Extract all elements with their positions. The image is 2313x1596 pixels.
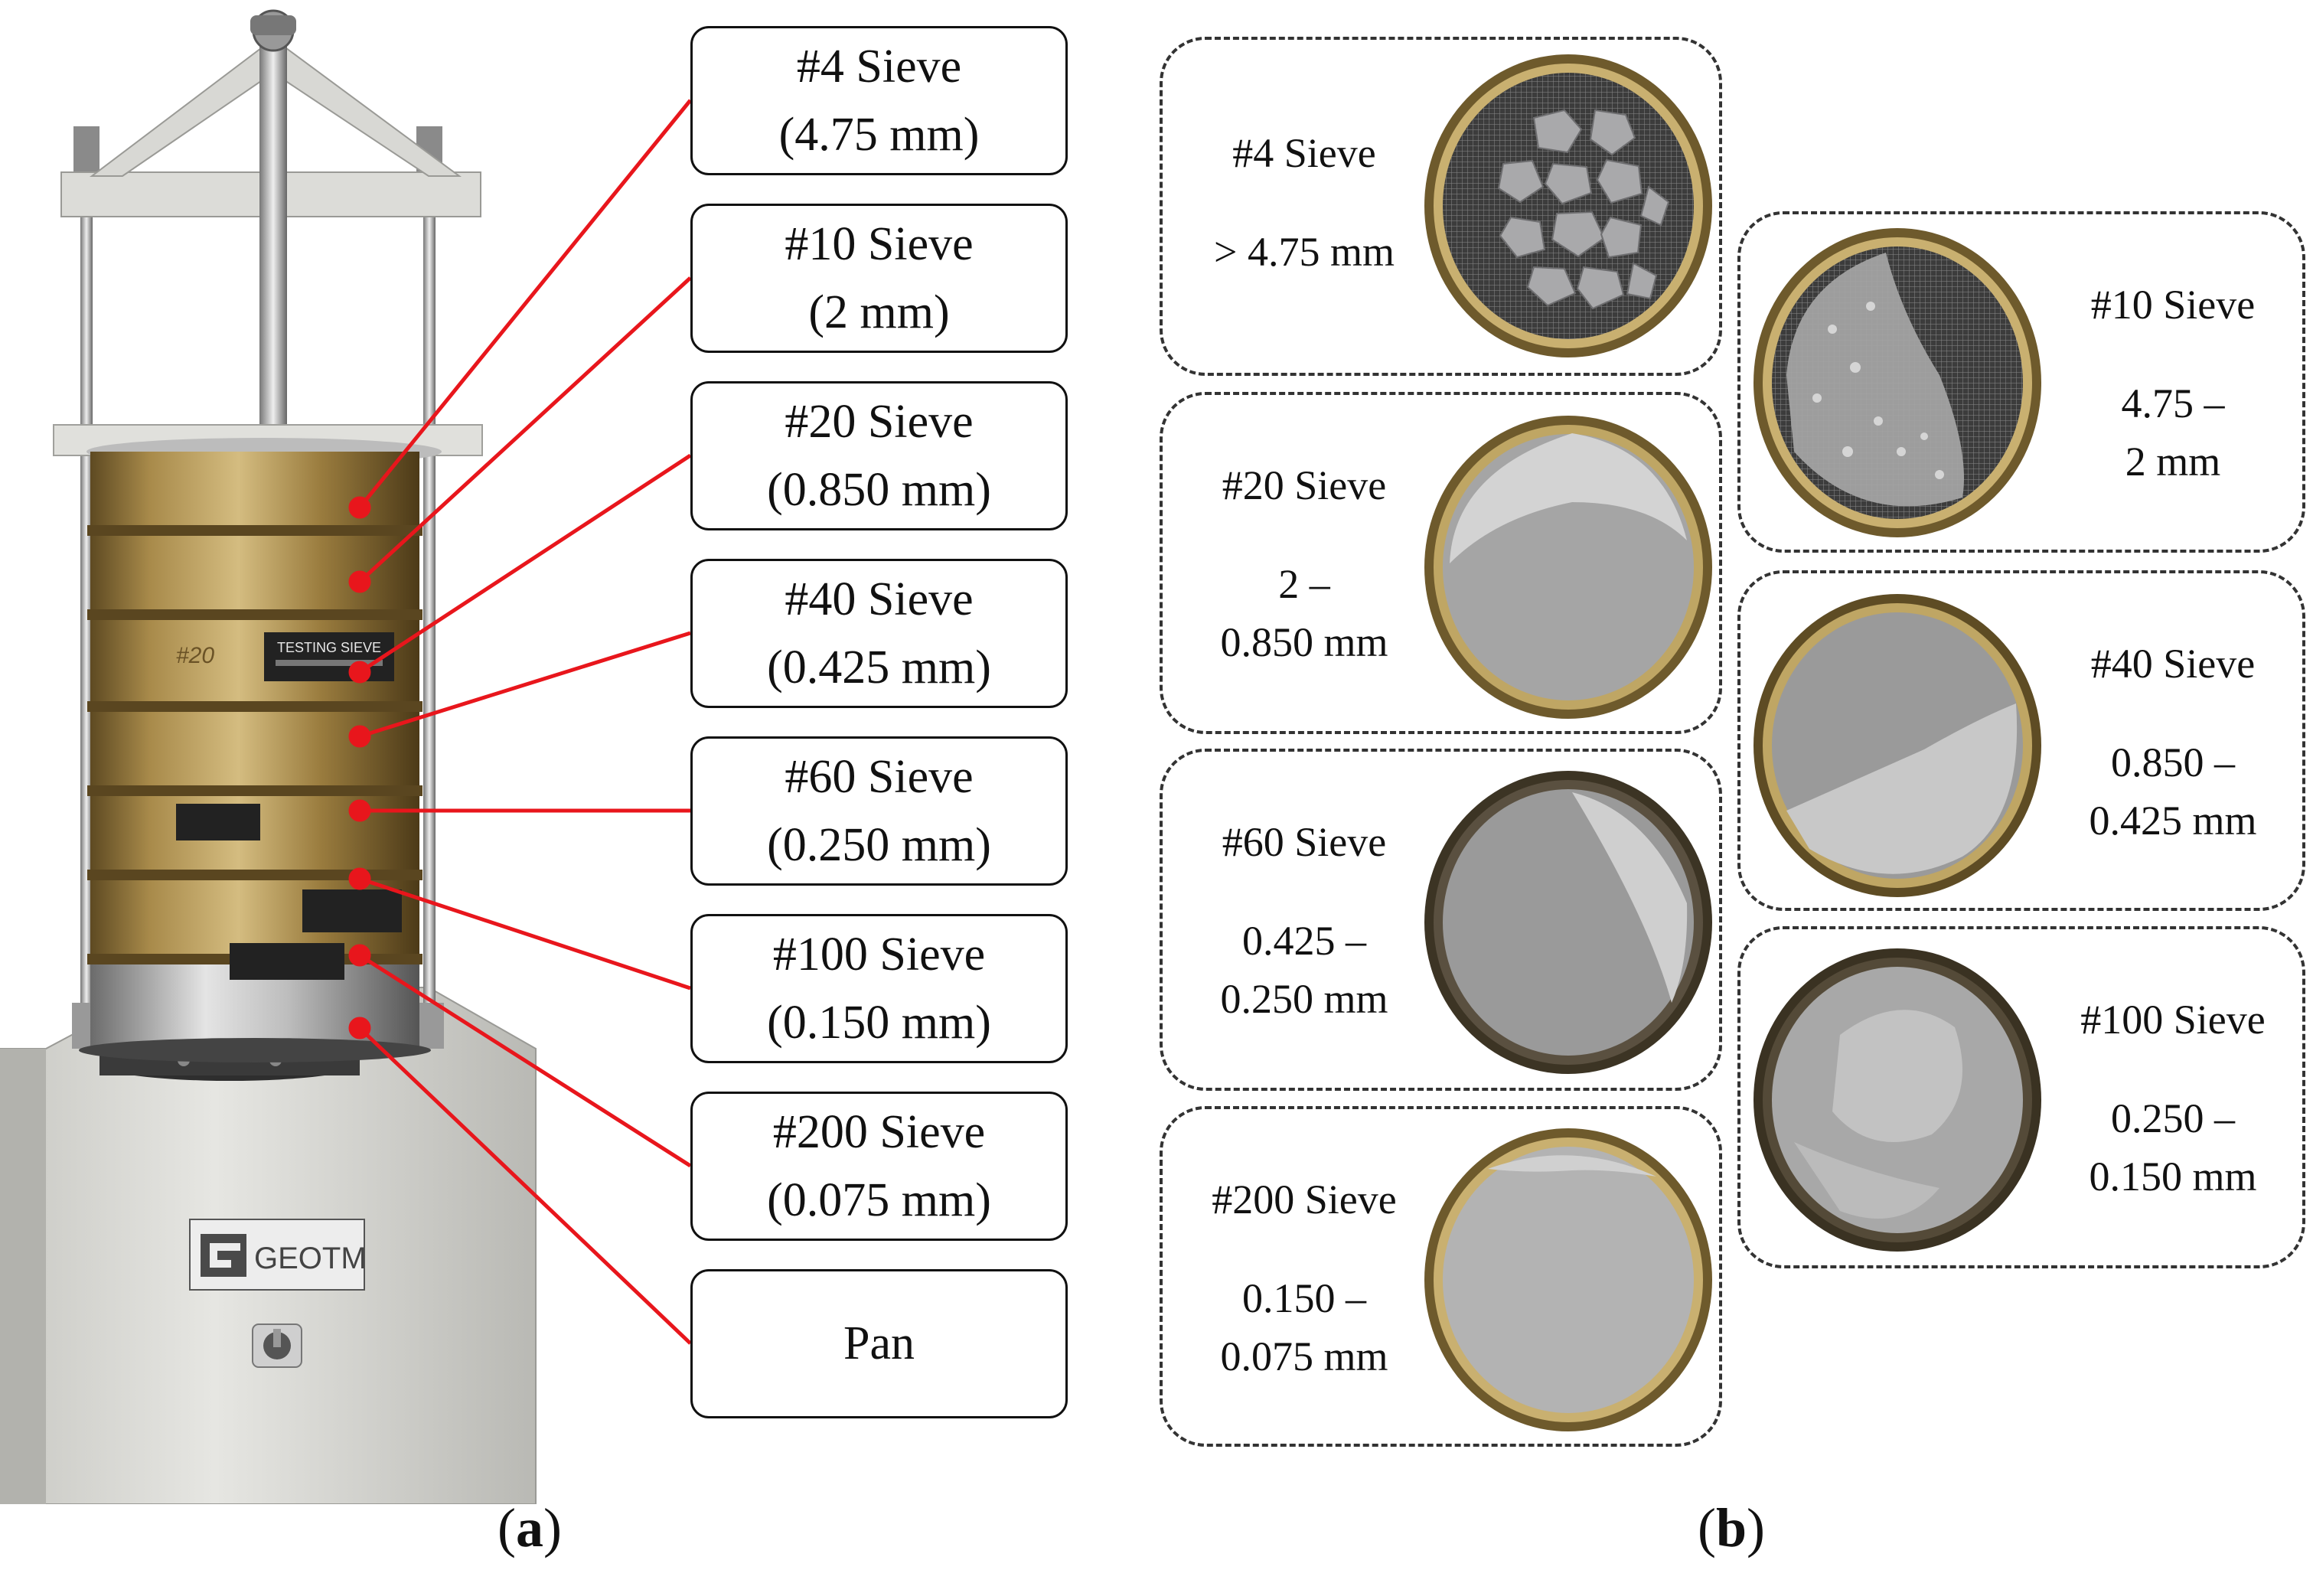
tray-photo-10 xyxy=(1754,228,2041,537)
tray-photo-100 xyxy=(1754,948,2041,1252)
tray-card-40: #40 Sieve 0.850 – 0.425 mm xyxy=(1737,570,2305,911)
brand-plate-text: GEOTM xyxy=(254,1242,367,1275)
sieve-label-size: (0.075 mm) xyxy=(767,1173,991,1226)
tray-card-range: 0.250 – xyxy=(2111,1095,2235,1141)
tray-card-4: #4 Sieve > 4.75 mm xyxy=(1160,37,1722,376)
sieve-label-name: #10 Sieve xyxy=(785,218,974,271)
tray-card-name: #4 Sieve xyxy=(1232,130,1376,176)
sieve-label-100: #100 Sieve (0.150 mm) xyxy=(690,914,1068,1063)
tray-card-range: 0.150 mm xyxy=(2089,1154,2257,1200)
tray-card-range: 0.150 – xyxy=(1242,1275,1366,1321)
tray-card-range: 0.425 mm xyxy=(2089,798,2257,844)
sieve-label-size: (0.850 mm) xyxy=(767,463,991,516)
sieve-label-name: #200 Sieve xyxy=(772,1106,986,1159)
sieve-label-20: #20 Sieve (0.850 mm) xyxy=(690,381,1068,530)
sieve-marking: #20 xyxy=(176,643,214,668)
brand-plate: GEOTM xyxy=(189,1219,367,1291)
sieve-label-pan: Pan xyxy=(690,1269,1068,1418)
tray-card-range: 2 – xyxy=(1278,560,1330,607)
caption-b: (b) xyxy=(1698,1497,1766,1558)
sieve-label-size: (0.150 mm) xyxy=(767,996,991,1049)
sieve-label-size: (0.250 mm) xyxy=(767,818,991,871)
tray-photo-40 xyxy=(1754,594,2041,897)
sieve-label-name: #40 Sieve xyxy=(785,573,974,626)
sieve-label-40: #40 Sieve (0.425 mm) xyxy=(690,559,1068,708)
tray-card-name: #10 Sieve xyxy=(2090,282,2256,328)
tray-card-range: 0.850 – xyxy=(2111,739,2235,785)
sieve-stack: TESTING SIEVE #20 xyxy=(79,452,431,1062)
tray-card-100: #100 Sieve 0.250 – 0.150 mm xyxy=(1737,926,2305,1268)
tray-card-range: 0.850 mm xyxy=(1220,619,1388,666)
tray-card-name: #100 Sieve xyxy=(2080,997,2266,1043)
tray-card-name: #20 Sieve xyxy=(1222,462,1387,508)
sieve-label-name: #100 Sieve xyxy=(772,929,986,981)
tray-card-range: > 4.75 mm xyxy=(1214,228,1395,275)
tray-card-range: 0.250 mm xyxy=(1220,976,1388,1023)
sieve-label-size: (0.425 mm) xyxy=(767,641,991,694)
power-switch-icon xyxy=(252,1323,302,1368)
sieve-label-name: #20 Sieve xyxy=(785,396,974,449)
svg-text:TESTING SIEVE: TESTING SIEVE xyxy=(277,640,381,655)
tray-card-20: #20 Sieve 2 – 0.850 mm xyxy=(1160,392,1722,734)
sieve-label-size: (4.75 mm) xyxy=(778,108,980,161)
sieve-label-60: #60 Sieve (0.250 mm) xyxy=(690,736,1068,886)
tray-card-60: #60 Sieve 0.425 – 0.250 mm xyxy=(1160,749,1722,1091)
top-frame xyxy=(60,9,481,425)
sieve-label-200: #200 Sieve (0.075 mm) xyxy=(690,1092,1068,1241)
tray-card-name: #40 Sieve xyxy=(2090,641,2256,687)
sieve-label-name: #4 Sieve xyxy=(796,41,962,93)
tray-card-range: 4.75 – xyxy=(2121,380,2225,426)
left-rod xyxy=(80,138,93,1018)
sieve-label-size: (2 mm) xyxy=(808,286,950,338)
right-rod xyxy=(423,138,436,1018)
tray-card-name: #60 Sieve xyxy=(1222,819,1387,865)
tray-card-name: #200 Sieve xyxy=(1212,1177,1397,1222)
tray-card-range: 0.425 – xyxy=(1242,917,1366,964)
sieve-label-10: #10 Sieve (2 mm) xyxy=(690,204,1068,353)
tray-photo-4 xyxy=(1424,54,1712,357)
tray-photo-20 xyxy=(1424,416,1712,719)
sieve-shaker-photo: GEOTM xyxy=(0,9,537,1504)
tray-card-range: 2 mm xyxy=(2125,439,2221,485)
tray-photo-60 xyxy=(1424,771,1712,1074)
sieve-label-4: #4 Sieve (4.75 mm) xyxy=(690,26,1068,175)
tray-card-200: #200 Sieve 0.150 – 0.075 mm xyxy=(1160,1106,1722,1447)
caption-a: (a) xyxy=(498,1497,562,1558)
tray-photo-200 xyxy=(1424,1128,1712,1431)
tray-card-range: 0.075 mm xyxy=(1220,1333,1388,1380)
sieve-label-name: Pan xyxy=(843,1317,915,1370)
sieve-stamp-plate: TESTING SIEVE xyxy=(264,632,394,681)
tray-card-10: #10 Sieve 4.75 – 2 mm xyxy=(1737,211,2305,553)
sieve-label-name: #60 Sieve xyxy=(785,751,974,804)
